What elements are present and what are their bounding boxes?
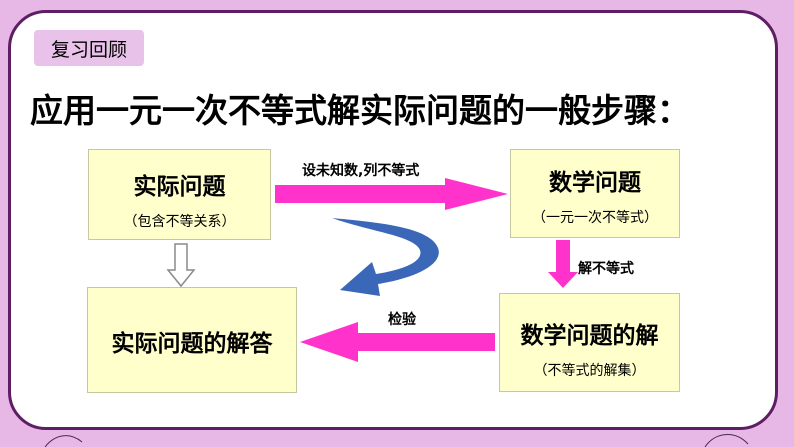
arrow-solve (548, 240, 578, 288)
box-real-answer: 实际问题的解答 (87, 287, 297, 393)
box-math-problem-title: 数学问题 (549, 170, 641, 196)
review-tag: 复习回顾 (34, 30, 144, 66)
box-math-solution-sub: （不等式的解集） (533, 363, 646, 379)
doodle-left (44, 435, 83, 447)
arrow-set-unknown (275, 178, 508, 210)
page-title: 应用一元一次不等式解实际问题的一般步骤： (30, 91, 690, 130)
label-verify: 检验 (388, 312, 416, 328)
box-math-solution-title: 数学问题的解 (520, 323, 659, 349)
decorative-doodles (44, 434, 749, 447)
box-real-problem: 实际问题 （包含不等关系） (88, 149, 271, 240)
blue-curved-arrow (332, 218, 439, 296)
box-real-problem-sub: （包含不等关系） (123, 214, 236, 230)
doodle-right (704, 434, 749, 447)
box-real-problem-title: 实际问题 (133, 174, 226, 200)
arrow-real-to-answer (166, 243, 196, 288)
arrow-verify (300, 322, 495, 362)
box-real-answer-title: 实际问题的解答 (111, 331, 273, 357)
label-solve: 解不等式 (578, 261, 634, 277)
box-math-problem: 数学问题 （一元一次不等式） (510, 149, 680, 238)
box-math-solution: 数学问题的解 （不等式的解集） (499, 293, 680, 392)
label-set-unknown: 设未知数,列不等式 (302, 163, 420, 179)
box-math-problem-sub: （一元一次不等式） (532, 210, 658, 226)
